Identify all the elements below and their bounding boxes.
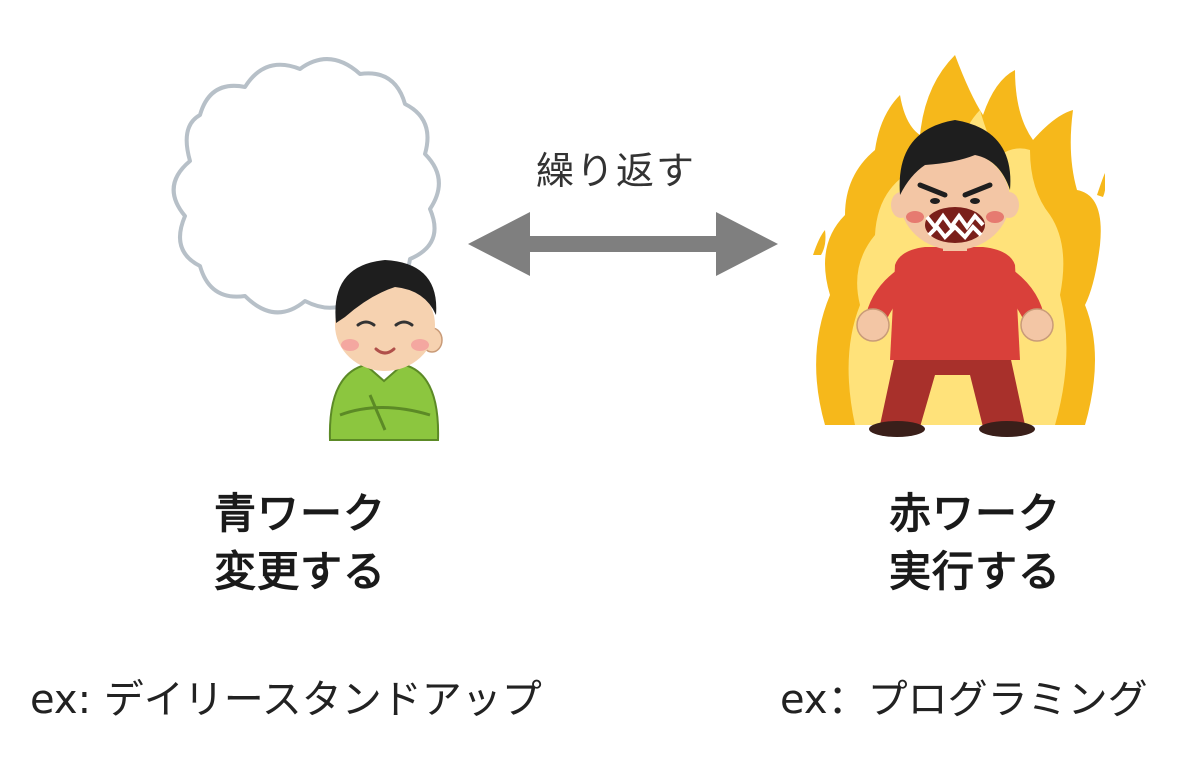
double-arrow-icon (468, 212, 778, 276)
right-title: 赤ワーク (815, 485, 1135, 543)
double-arrow (468, 212, 778, 276)
left-title: 青ワーク (140, 485, 460, 543)
right-work-label: 赤ワーク 実行する (815, 485, 1135, 601)
right-example: ex：プログラミング (780, 676, 1148, 724)
left-subtitle: 変更する (140, 543, 460, 601)
right-subtitle: 実行する (815, 543, 1135, 601)
angry-man-on-fire-icon (805, 55, 1105, 440)
repeat-label: 繰り返す (536, 140, 696, 195)
thinking-boy-with-cloud-icon (140, 55, 450, 445)
left-work-label: 青ワーク 変更する (140, 485, 460, 601)
left-example: ex: デイリースタンドアップ (30, 676, 542, 724)
angry-man-illustration (805, 55, 1105, 440)
thinking-boy-illustration (140, 55, 450, 445)
